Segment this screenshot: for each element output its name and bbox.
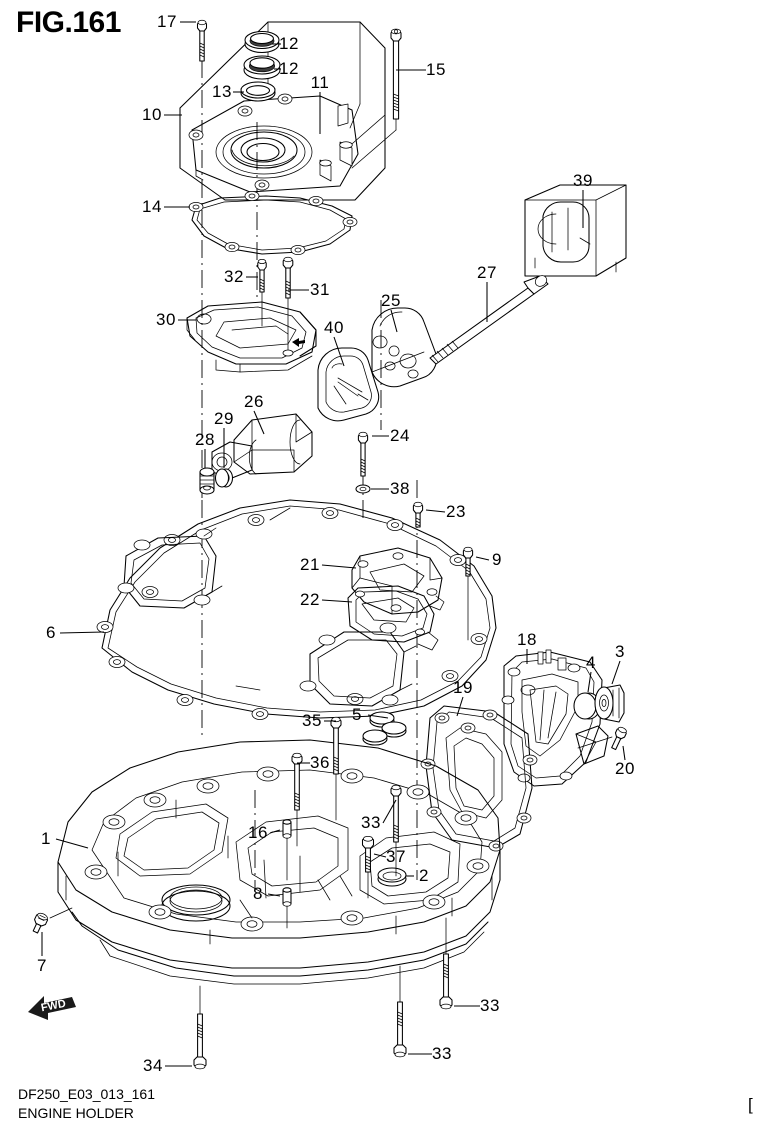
callout-12-lower: 12	[279, 59, 299, 78]
callout-38: 38	[390, 479, 410, 498]
callout-22: 22	[300, 590, 320, 609]
callout-17: 17	[157, 12, 177, 31]
callout-35: 35	[302, 711, 322, 730]
fwd-direction-icon: FWD	[28, 996, 76, 1020]
callout-31: 31	[310, 280, 330, 299]
callout-21: 21	[300, 555, 320, 574]
callout-15: 15	[426, 60, 446, 79]
callout-11: 11	[310, 73, 330, 92]
callout-33-middle: 33	[432, 1044, 452, 1063]
callout-33-right: 33	[480, 996, 500, 1015]
callout-20: 20	[615, 759, 635, 778]
callout-24: 24	[390, 426, 410, 445]
callout-30: 30	[156, 310, 176, 329]
callout-40: 40	[324, 318, 344, 337]
callout-36: 36	[310, 753, 330, 772]
callout-4: 4	[586, 653, 596, 672]
callout-13: 13	[212, 82, 232, 101]
callout-10: 10	[142, 105, 162, 124]
callout-39: 39	[573, 171, 593, 190]
callout-29: 29	[214, 409, 234, 428]
callout-34: 34	[143, 1056, 163, 1075]
callout-37: 37	[386, 847, 406, 866]
callout-33-upper: 33	[361, 813, 381, 832]
callout-3: 3	[615, 642, 625, 661]
caption-code: DF250_E03_013_161	[18, 1086, 156, 1102]
callout-19: 19	[453, 678, 473, 697]
callout-23: 23	[446, 502, 466, 521]
callout-16: 16	[248, 823, 268, 842]
edge-bracket-mark: [	[748, 1095, 753, 1114]
callout-26: 26	[244, 392, 264, 411]
figure-caption: DF250_E03_013_161 ENGINE HOLDER	[18, 1085, 155, 1123]
callout-1: 1	[41, 829, 51, 848]
callout-8: 8	[253, 884, 263, 903]
callout-9: 9	[492, 550, 502, 569]
callout-28: 28	[195, 430, 215, 449]
callout-27: 27	[477, 263, 497, 282]
callout-14: 14	[142, 197, 162, 216]
callout-25: 25	[381, 291, 401, 310]
fwd-label: FWD	[40, 998, 67, 1015]
callout-18: 18	[517, 630, 537, 649]
callout-2: 2	[419, 866, 429, 885]
callout-6: 6	[46, 623, 56, 642]
callout-7: 7	[37, 956, 47, 975]
caption-name: ENGINE HOLDER	[18, 1104, 134, 1121]
page-title: FIG.161	[16, 6, 121, 39]
callout-5: 5	[352, 705, 362, 724]
callout-12-upper: 12	[279, 34, 299, 53]
callout-32: 32	[224, 267, 244, 286]
